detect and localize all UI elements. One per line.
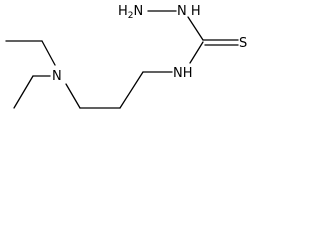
atom-nh-upper-n: N [177,4,187,19]
bonds [5,10,239,109]
atom-h2n-h: H [118,4,128,19]
atom-nh-upper-h: H [191,4,201,19]
atom-h2n-sub: 2 [128,11,134,21]
atom-h2n: H2N [118,4,143,21]
atom-nh-lower-h: H [183,66,193,81]
atom-nh-upper: N H [177,4,201,19]
atom-nh-lower-n: N [173,66,183,81]
bond-c-nh-lower [189,41,204,64]
bond-n-ethyl-down-2 [13,75,34,109]
bond-ch2-n [65,83,81,109]
atom-n-amine: N [52,69,62,84]
bond-n-ethyl-up-1 [41,40,56,66]
bond-ch2-ch2-b [119,71,144,109]
atom-h2n-n: N [134,4,144,19]
atom-labels: H2N N H S NH N [52,4,247,84]
atom-s: S [239,36,247,51]
bond-nh-c [187,16,204,41]
atom-nh-lower: NH [173,66,193,81]
structure-diagram: H2N N H S NH N [5,4,247,109]
